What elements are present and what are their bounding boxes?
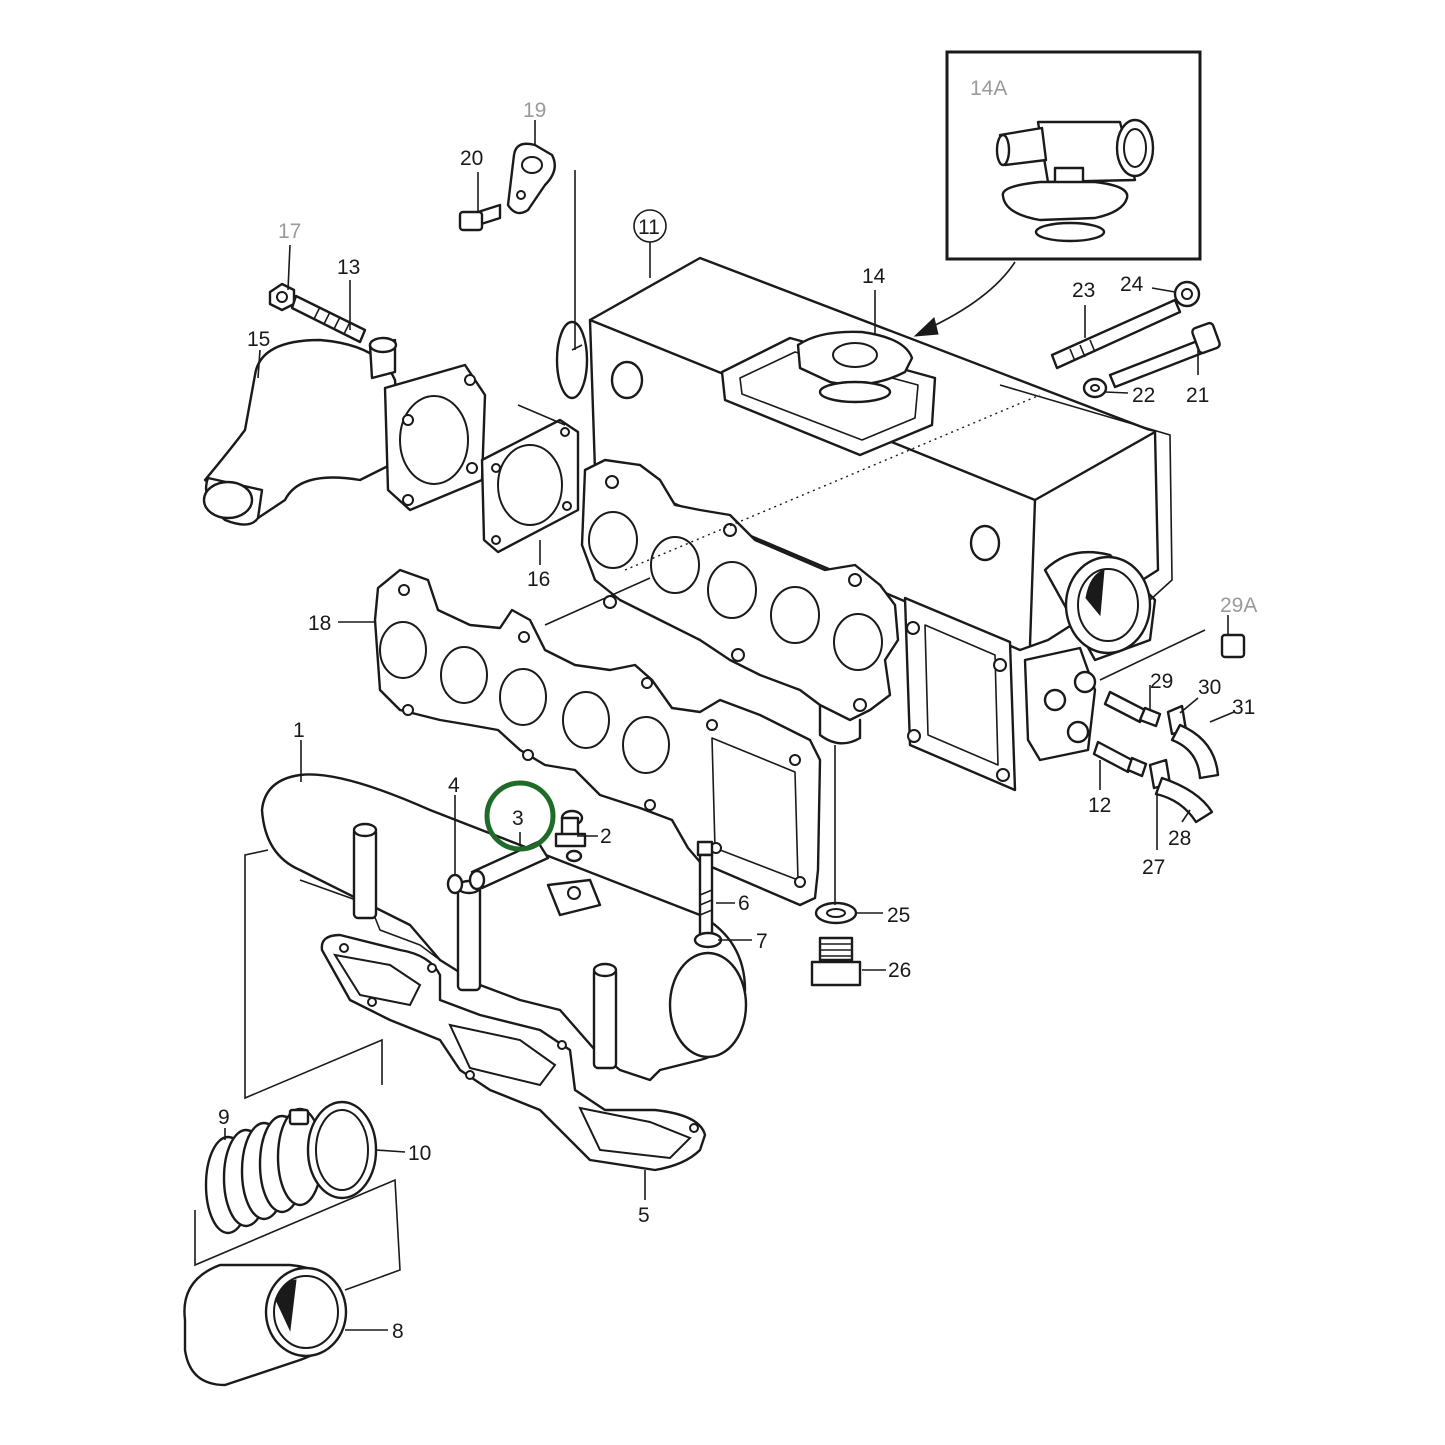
- inset-14a: [945, 50, 1202, 261]
- callout-14a: 14A: [970, 77, 1007, 100]
- stud-13: [290, 294, 367, 344]
- tee-fitting-2: [554, 809, 587, 863]
- callout-22: 22: [1132, 384, 1155, 407]
- manifold-gasket-18: [373, 568, 822, 907]
- drain-plug-26: [810, 936, 862, 987]
- bolt-20: [458, 203, 502, 232]
- cover-plate-19: [506, 142, 556, 215]
- callout-18: 18: [308, 612, 331, 635]
- callout-labels: 1 2 3 4 5 6 7 8 9 10 11 12 13 14 14A 15 …: [218, 77, 1257, 1343]
- fitting-12: [1092, 740, 1148, 778]
- callout-12: 12: [1088, 794, 1111, 817]
- callout-25: 25: [887, 904, 910, 927]
- pin-4: [446, 873, 464, 895]
- bolt-6: [696, 840, 714, 937]
- callout-24: 24: [1120, 273, 1144, 296]
- callout-3: 3: [512, 807, 524, 830]
- callout-5: 5: [638, 1204, 650, 1227]
- callout-8: 8: [392, 1320, 404, 1343]
- hose-28: [1154, 776, 1214, 824]
- lower-gasket-5: [320, 933, 707, 1172]
- sealing-washer-25: [814, 901, 858, 925]
- washer-7: [693, 931, 723, 949]
- callout-31: 31: [1232, 696, 1255, 719]
- callout-19: 19: [523, 99, 546, 122]
- callout-27: 27: [1142, 856, 1165, 879]
- callout-15: 15: [247, 328, 270, 351]
- nut-24: [1173, 280, 1201, 308]
- callout-2: 2: [600, 825, 612, 848]
- leader-lines: [194, 120, 1235, 1331]
- heat-exchanger-housing: [555, 256, 1160, 792]
- callout-16: 16: [527, 568, 550, 591]
- callout-28: 28: [1168, 827, 1191, 850]
- fitting-29: [1103, 690, 1162, 728]
- callout-9: 9: [218, 1106, 230, 1129]
- callout-29a: 29A: [1220, 594, 1257, 617]
- inset-filler-cap-part: [995, 118, 1155, 243]
- hose-31: [1170, 723, 1220, 780]
- inset-arrow-line: [924, 261, 1016, 331]
- stud-23: [1050, 298, 1182, 370]
- thermostat-housing-elbow: [202, 336, 487, 526]
- callout-29: 29: [1150, 670, 1173, 693]
- pipe-nipple-3: [468, 840, 550, 891]
- hose-8: [183, 1263, 348, 1387]
- callout-4: 4: [448, 774, 460, 797]
- flange-gasket-16: [480, 418, 580, 554]
- callout-20: 20: [460, 147, 483, 170]
- plug-29a: [1220, 633, 1246, 659]
- callout-7: 7: [756, 930, 768, 953]
- callout-6: 6: [738, 892, 750, 915]
- callout-11: 11: [638, 216, 660, 239]
- callout-21: 21: [1186, 384, 1209, 407]
- callout-26: 26: [888, 959, 911, 982]
- bolt-21: [1108, 321, 1221, 389]
- hose-clamp-10: [306, 1100, 378, 1200]
- callout-17: 17: [278, 220, 301, 243]
- callout-30: 30: [1198, 676, 1221, 699]
- callout-11-circle: [633, 209, 667, 243]
- exhaust-manifold-1: [260, 773, 748, 1082]
- highlight-ring-part-3: [484, 780, 556, 852]
- callout-14: 14: [862, 265, 886, 288]
- callout-1: 1: [293, 719, 305, 742]
- inset-arrow-head: [913, 317, 939, 337]
- nut-17: [268, 282, 296, 312]
- callout-10: 10: [408, 1142, 431, 1165]
- callout-23: 23: [1072, 279, 1095, 302]
- callout-13: 13: [337, 256, 360, 279]
- washer-22: [1082, 377, 1108, 399]
